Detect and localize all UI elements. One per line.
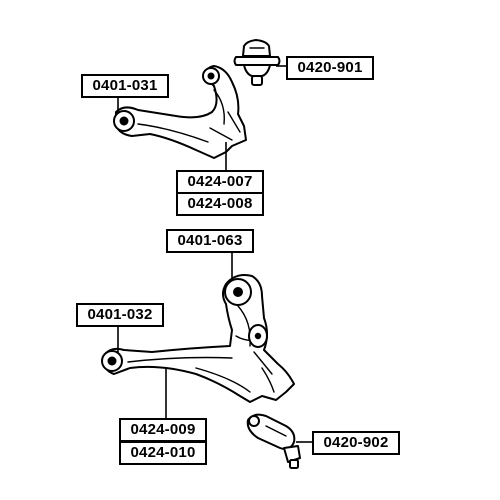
label-0420-901: 0420-901 [286,56,374,80]
upper-ball-joint-drawing [233,39,281,86]
label-0424-010: 0424-010 [119,441,207,465]
label-0401-063: 0401-063 [166,229,254,253]
upper-control-arm-drawing [113,65,247,159]
lower-ball-joint-drawing [246,413,301,469]
label-0424-007: 0424-007 [176,170,264,194]
label-0424-009: 0424-009 [119,418,207,442]
label-0420-902: 0420-902 [312,431,400,455]
label-0401-032: 0401-032 [76,303,164,327]
label-0424-008: 0424-008 [176,192,264,216]
lower-control-arm-drawing [101,274,295,403]
label-0401-031: 0401-031 [81,74,169,98]
leader-lines [117,65,312,443]
